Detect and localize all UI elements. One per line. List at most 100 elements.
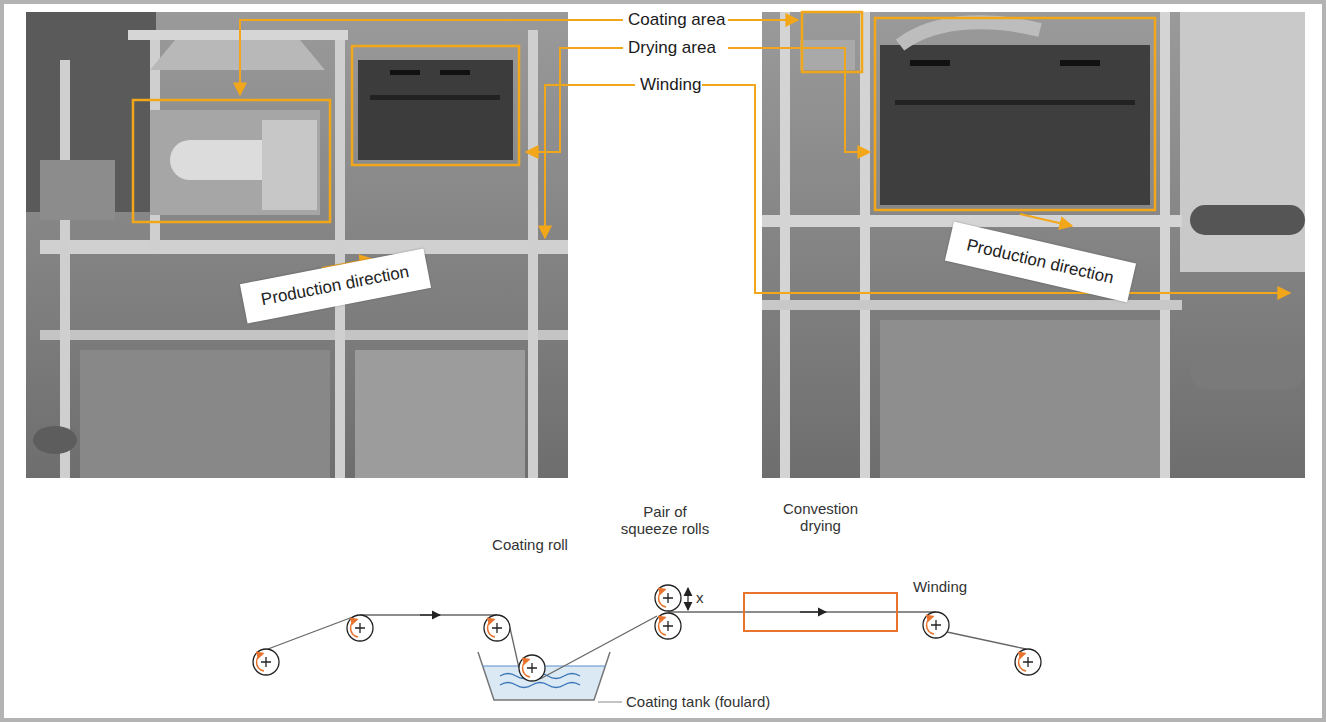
drawing-shape <box>923 612 949 638</box>
dryer-outline <box>743 592 898 632</box>
drawing-shape <box>663 621 673 631</box>
dryer-box: Convestion drying <box>743 500 898 632</box>
drawing-shape <box>60 60 70 478</box>
drawing-shape <box>728 19 798 21</box>
drawing-shape <box>947 632 1026 649</box>
part-label: Pair of squeeze rolls <box>615 503 715 538</box>
drawing-shape <box>900 22 1040 45</box>
drawing-shape <box>128 30 348 40</box>
drawing-shape <box>1180 12 1305 272</box>
drawing-shape <box>351 620 358 638</box>
drawing-shape <box>802 12 862 72</box>
drawing-shape <box>352 46 519 165</box>
drawing-shape <box>780 12 790 478</box>
drawing-shape <box>880 45 1150 205</box>
drawing-shape <box>240 20 623 95</box>
drawing-shape <box>261 657 271 667</box>
drawing-shape <box>527 663 537 673</box>
drawing-shape <box>355 623 365 633</box>
drawing-shape <box>488 620 495 638</box>
drawing-shape <box>355 350 525 478</box>
drawing-shape <box>150 40 325 70</box>
drawing-shape <box>526 48 623 152</box>
drawing-shape <box>860 12 870 478</box>
drawing-shape <box>420 614 440 615</box>
drawing-shape <box>1023 657 1033 667</box>
drawing-shape <box>390 70 420 75</box>
drawing-shape <box>358 60 513 160</box>
drawing-shape <box>659 590 666 608</box>
drawing-shape <box>728 48 870 152</box>
drawing-shape <box>1019 654 1026 672</box>
drawing-shape <box>687 588 688 610</box>
drawing-shape <box>1190 355 1305 389</box>
drawing-shape <box>440 70 470 75</box>
drawing-shape <box>335 30 345 478</box>
drawing-shape <box>492 623 502 633</box>
photo-right <box>762 12 1305 478</box>
drawing-shape <box>360 614 497 615</box>
drawing-shape <box>347 615 373 641</box>
drawing-shape <box>659 618 666 636</box>
drawing-shape <box>253 649 279 675</box>
drawing-shape <box>510 628 519 668</box>
drawing-shape <box>875 18 1155 210</box>
coating-tank <box>478 652 622 702</box>
drawing-shape <box>133 100 330 222</box>
drawing-shape <box>1160 12 1170 478</box>
drawing-shape <box>1015 649 1041 675</box>
drawing-shape <box>1190 205 1305 235</box>
drawing-shape <box>268 615 358 649</box>
web-path <box>268 588 1026 679</box>
drawing-shape <box>150 110 320 215</box>
drawing-shape <box>668 611 936 612</box>
drawing-shape <box>655 613 681 639</box>
drawing-shape <box>1060 60 1100 66</box>
drawing-shape <box>40 330 568 340</box>
roller-symbols <box>253 585 1041 681</box>
drawing-shape <box>762 12 1305 478</box>
drawing-shape <box>257 654 264 672</box>
drawing-shape <box>40 160 115 220</box>
drawing-shape <box>927 617 934 635</box>
drawing-shape <box>33 426 77 454</box>
drawing-shape <box>895 100 1135 105</box>
drawing-shape <box>26 12 568 478</box>
drawing-shape <box>500 683 580 688</box>
photo-left <box>26 12 568 478</box>
drawing-shape <box>655 585 681 611</box>
leader-lines <box>240 20 1290 293</box>
drawing-shape <box>80 350 330 478</box>
drawing-shape <box>545 85 635 238</box>
drawing-shape <box>762 300 1182 310</box>
drawing-shape <box>519 655 545 681</box>
drawing-shape <box>702 85 1290 293</box>
drawing-shape <box>800 611 826 612</box>
drawing-shape <box>910 60 950 66</box>
drawing-shape <box>540 616 657 679</box>
drawing-shape <box>40 240 568 254</box>
dimension-label: x <box>696 589 704 606</box>
drawing-shape <box>931 620 941 630</box>
drawing-shape <box>1020 214 1072 226</box>
drawing-shape <box>478 652 610 700</box>
callout-boxes <box>133 12 1155 222</box>
part-label: Coating roll <box>480 536 580 553</box>
drawing-shape <box>523 660 530 678</box>
callout-label: Winding <box>640 75 701 95</box>
drawing-shape <box>880 320 1160 478</box>
drawing-shape <box>528 30 538 478</box>
callout-label: Coating area <box>628 10 725 30</box>
part-label: Coating tank (foulard) <box>626 693 770 710</box>
drawing-shape <box>800 40 855 70</box>
drawing-shape <box>663 593 673 603</box>
drawing-shape <box>598 702 622 703</box>
drawing-shape <box>484 615 510 641</box>
dryer-label: Convestion drying <box>771 500 871 535</box>
drawing-shape <box>370 95 500 100</box>
callout-label: Drying area <box>628 38 716 58</box>
part-label: Winding <box>900 578 980 595</box>
